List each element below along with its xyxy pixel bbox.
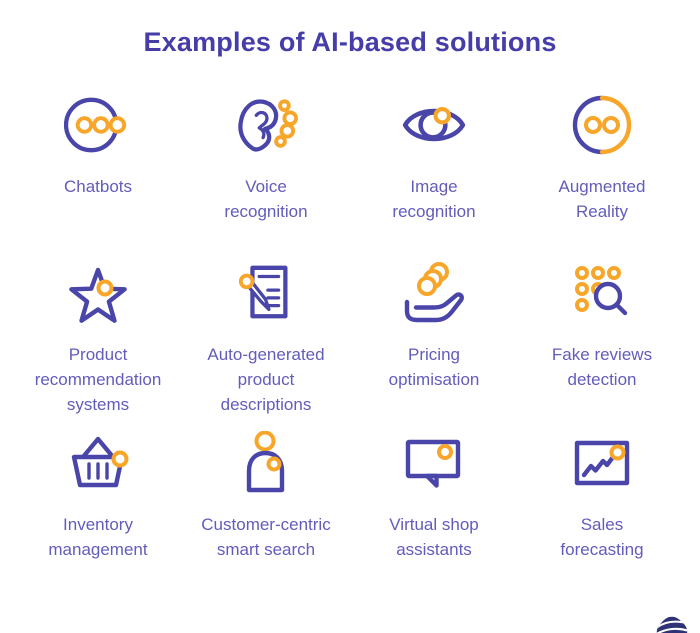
infographic-page: Examples of AI-based solutions Chatbots — [0, 27, 700, 633]
solution-item-chatbots: Chatbots — [14, 88, 182, 256]
solution-item-augmented-reality: Augmented Reality — [518, 88, 686, 256]
solution-item-voice-recognition: Voice recognition — [182, 88, 350, 256]
ear-icon — [233, 88, 299, 162]
solution-label: Image recognition — [392, 177, 476, 221]
eye-icon — [401, 88, 467, 162]
solution-label: Inventory management — [48, 515, 148, 559]
solution-item-pricing-optimisation: Pricing optimisation — [350, 256, 518, 426]
solution-label: Auto-generated product descriptions — [207, 345, 325, 414]
person-icon — [236, 426, 296, 500]
ar-goggles-icon — [570, 88, 634, 162]
solutions-grid: Chatbots Voice recognition — [0, 88, 700, 601]
solution-item-virtual-assistants: Virtual shop assistants — [350, 426, 518, 601]
magnifier-dots-icon — [571, 256, 633, 330]
speech-bubble-icon — [402, 426, 466, 500]
solution-item-product-recommendation: Product recommendation systems — [14, 256, 182, 426]
solution-item-image-recognition: Image recognition — [350, 88, 518, 256]
line-chart-icon — [570, 426, 634, 500]
solution-label: Voice recognition — [224, 177, 308, 221]
solution-label: Sales forecasting — [560, 515, 644, 559]
solution-label: Customer-centric smart search — [201, 515, 331, 559]
solution-item-smart-search: Customer-centric smart search — [182, 426, 350, 601]
page-title: Examples of AI-based solutions — [143, 27, 557, 57]
solution-label: Pricing optimisation — [388, 345, 480, 389]
star-icon — [66, 256, 130, 330]
solution-item-inventory: Inventory management — [14, 426, 182, 601]
solution-label: Chatbots — [63, 177, 133, 196]
solution-label: Product recommendation systems — [34, 345, 162, 414]
solution-label: Virtual shop assistants — [389, 515, 479, 559]
solution-item-fake-reviews: Fake reviews detection — [518, 256, 686, 426]
solution-label: Fake reviews detection — [551, 345, 653, 389]
solution-label: Augmented Reality — [558, 177, 646, 221]
chatbot-icon — [64, 88, 132, 162]
solution-item-sales-forecasting: Sales forecasting — [518, 426, 686, 601]
hand-coins-icon — [401, 256, 467, 330]
solution-item-auto-descriptions: Auto-generated product descriptions — [182, 256, 350, 426]
shopping-basket-icon — [66, 426, 130, 500]
spiral-diamond-logo — [656, 616, 688, 633]
document-pen-icon — [234, 256, 298, 330]
